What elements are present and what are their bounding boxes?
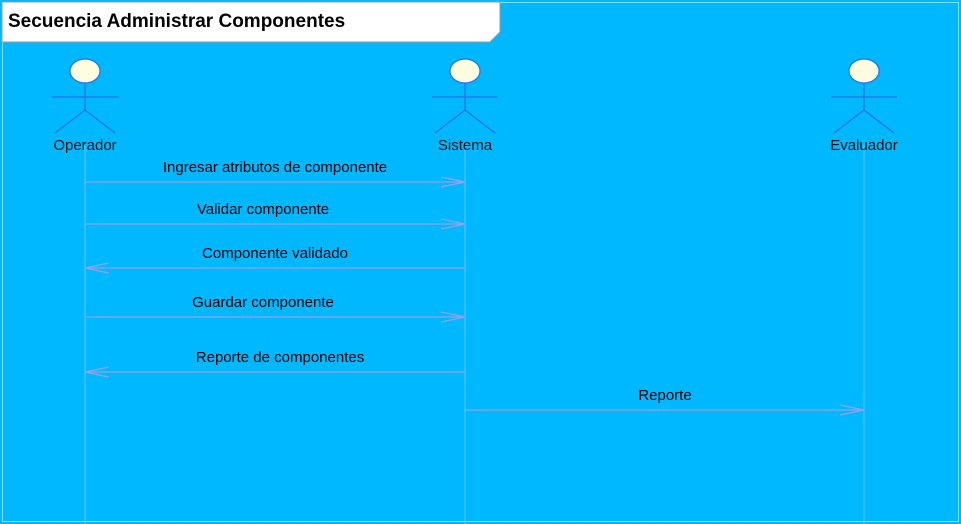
actors-layer: Operador Sistema Evaluador [52,58,898,524]
message-label: Ingresar atributos de componente [163,159,387,176]
message-label: Validar componente [197,201,329,218]
actor-figure-icon [52,58,118,134]
message-label: Componente validado [202,245,348,262]
actor-figure-icon [432,58,498,134]
message-label: Guardar componente [192,294,334,311]
messages-layer: Ingresar atributos de componenteValidar … [84,159,865,416]
actor-operador[interactable]: Operador [52,58,118,524]
message-5[interactable]: Reporte de componentes [84,349,465,378]
actor-sistema[interactable]: Sistema [432,58,498,524]
actor-name: Evaluador [830,137,898,154]
message-4[interactable]: Guardar componente [85,294,466,323]
message-label: Reporte [638,387,691,404]
actor-figure-icon [831,58,897,134]
arrowhead-icon [440,311,466,323]
actor-name: Sistema [438,137,493,154]
message-6[interactable]: Reporte [465,387,865,416]
arrowhead-icon [839,404,865,416]
arrowhead-icon [440,218,466,230]
arrowhead-icon [440,176,466,188]
actor-name: Operador [53,137,116,154]
message-label: Reporte de componentes [196,349,364,366]
message-2[interactable]: Validar componente [85,201,466,230]
message-1[interactable]: Ingresar atributos de componente [85,159,466,188]
message-3[interactable]: Componente validado [84,245,465,274]
arrowhead-icon [84,262,110,274]
arrowhead-icon [84,366,110,378]
frame-title-tab [1,1,501,43]
diagram-title: Secuencia Administrar Componentes [8,11,345,32]
actor-evaluador[interactable]: Evaluador [830,58,898,524]
